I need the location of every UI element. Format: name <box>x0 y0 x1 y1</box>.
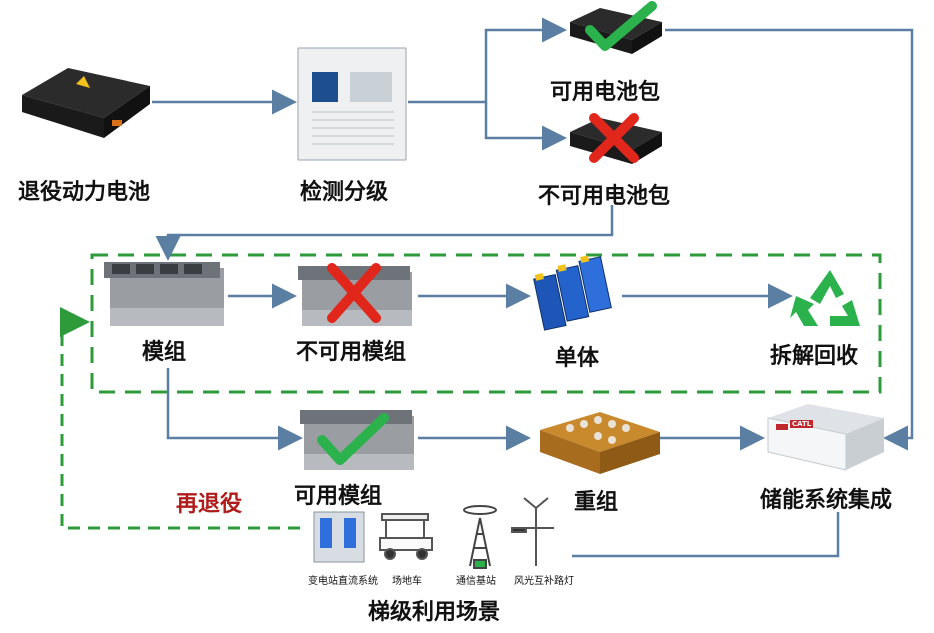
arrow-unusable-pack-to-module <box>155 205 614 261</box>
battery-pack-icon <box>22 68 150 138</box>
arrow-storage-to-scenarios <box>572 512 840 558</box>
unusable-pack-icon <box>570 113 662 164</box>
check-icon <box>585 1 657 51</box>
node-unusable-module: 不可用模组 <box>296 340 407 365</box>
arrow-usable-pack-to-storage <box>665 28 914 451</box>
node-storage: 储能系统集成 <box>760 488 893 513</box>
substation-icon <box>313 511 365 563</box>
check-icon <box>317 413 389 465</box>
module-icon <box>104 262 224 326</box>
node-cascade: 梯级利用场景 <box>368 600 501 625</box>
scenario-base-station: 通信基站 <box>456 576 496 587</box>
arrow-testing-to-unusable <box>484 102 567 151</box>
cross-icon <box>589 113 639 163</box>
storage-container-icon <box>767 404 884 471</box>
arrow-module-to-usable-module <box>166 368 303 451</box>
usable-module-icon <box>300 410 414 470</box>
node-usable-module: 可用模组 <box>294 484 383 509</box>
node-module: 模组 <box>142 340 187 365</box>
scenario-golf-cart: 场地车 <box>392 576 422 587</box>
node-retired-battery: 退役动力电池 <box>18 180 151 205</box>
golf-cart-icon <box>379 513 433 560</box>
battery-cell-icon <box>533 255 612 331</box>
unusable-module-icon <box>298 263 412 326</box>
usable-pack-icon <box>570 1 662 54</box>
node-unusable-pack: 不可用电池包 <box>538 184 671 209</box>
street-light-icon <box>511 497 554 566</box>
node-usable-pack: 可用电池包 <box>550 80 661 105</box>
recycle-icon <box>790 270 860 326</box>
arrow-re-retire <box>60 307 300 530</box>
scenario-substation: 变电站直流系统 <box>308 576 378 587</box>
cross-icon <box>327 263 381 323</box>
label-re-retire: 再退役 <box>176 492 243 517</box>
testing-cabinet-icon <box>297 47 407 161</box>
arrow-testing-to-packs <box>408 17 567 104</box>
base-station-icon <box>463 505 497 569</box>
regroup-battery-icon <box>540 412 660 474</box>
storage-logo: CATL <box>790 420 814 428</box>
node-testing: 检测分级 <box>300 180 389 205</box>
node-recycle: 拆解回收 <box>770 344 859 369</box>
module-process-box <box>90 253 882 394</box>
node-cell: 单体 <box>555 346 600 371</box>
node-regroup: 重组 <box>574 490 619 515</box>
scenario-street-light: 风光互补路灯 <box>514 576 574 587</box>
